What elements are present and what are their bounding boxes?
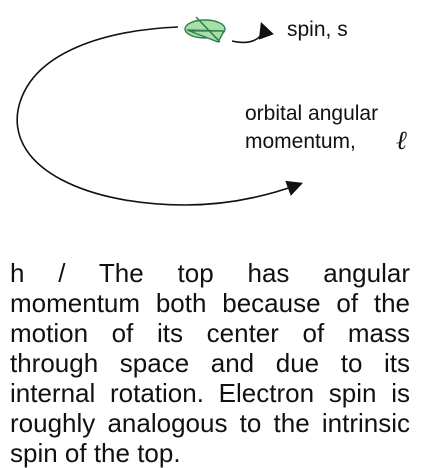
spin-label: spin, s	[287, 18, 348, 41]
figure-caption: h / The top has angular momentum both be…	[10, 258, 410, 468]
caption-marker: h /	[10, 258, 99, 288]
caption-text: The top has angular momentum both becaus…	[10, 258, 410, 468]
orbit-path-icon	[16, 26, 304, 206]
spin-arrow-icon	[231, 21, 274, 43]
orbital-label-line1: orbital angular	[245, 102, 379, 125]
spinning-top-icon	[184, 16, 226, 43]
orbit-diagram	[16, 16, 304, 206]
orbital-symbol: ℓ	[396, 126, 407, 155]
orbital-label-line2: momentum,	[245, 130, 356, 153]
